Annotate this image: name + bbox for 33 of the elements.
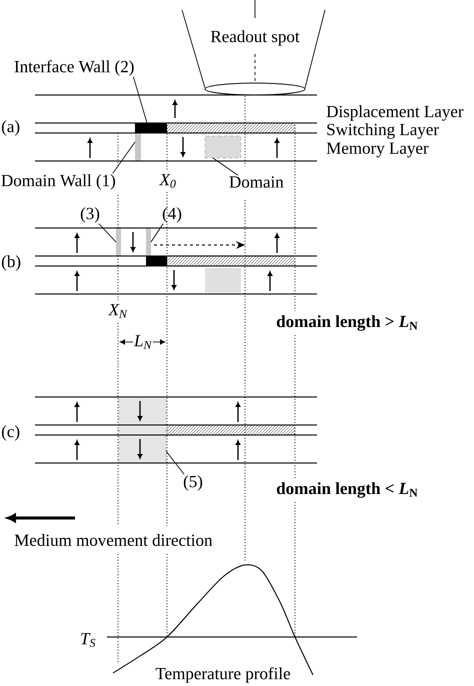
beam-label: Readout spot: [210, 30, 300, 46]
domain-region: [118, 396, 166, 464]
leader-line: [112, 142, 136, 174]
callout-label: Interface Wall (2): [14, 60, 134, 76]
callout-number: (4): [162, 207, 182, 223]
panel-label: (b): [2, 255, 20, 271]
layer-label: Displacement Layer: [326, 105, 464, 121]
panel-label: (a): [2, 120, 20, 136]
condition-label: domain length > L$_{N}$: [276, 315, 418, 331]
position-label: X$_{0}$: [159, 174, 176, 188]
callout-number: (5): [184, 475, 202, 491]
layer-label: Memory Layer: [326, 142, 428, 158]
threshold-label: T$_{S}$: [81, 633, 96, 647]
leader-line: [150, 223, 164, 242]
position-label: X$_{N}$: [108, 304, 128, 318]
domain-wall-strip: [146, 228, 151, 256]
callout-number: (3): [80, 207, 100, 223]
leader-line: [212, 158, 238, 176]
leader-line: [132, 76, 148, 124]
leader-line: [166, 450, 184, 475]
direction-label: Medium movement direction: [14, 534, 212, 546]
panel-label: (c): [2, 425, 20, 441]
curve-label: Temperature profile: [156, 667, 290, 683]
domain-wall-strip: [135, 133, 141, 161]
layer-label: Switching Layer: [327, 123, 439, 139]
interface-wall-block: [135, 123, 167, 133]
leader-line: [98, 223, 116, 242]
callout-label: Domain Wall (1): [1, 174, 115, 190]
domain-wall-strip: [116, 228, 121, 256]
condition-label: domain length < L$_{N}$: [276, 482, 418, 498]
domain-region: [204, 136, 242, 158]
callout-label: Domain: [229, 176, 284, 188]
dimension-label: L$_{N}$: [133, 334, 153, 350]
